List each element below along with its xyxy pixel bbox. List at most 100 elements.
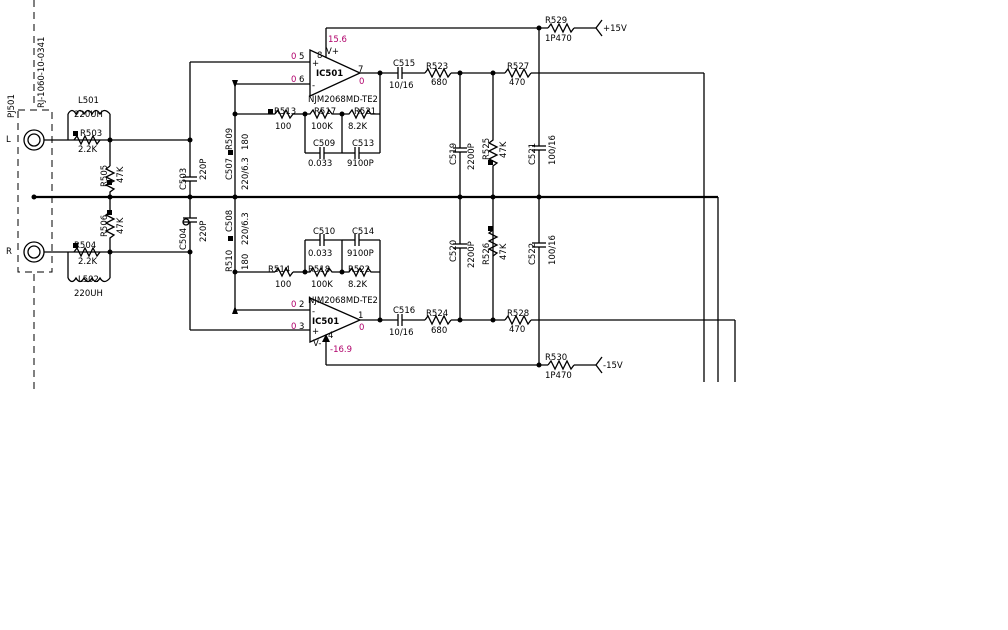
resistor-r528-ref: R528 (507, 309, 529, 319)
opamp-bottom-vminus-label: V- (313, 339, 321, 349)
resistor-r525-value: 47K (499, 141, 509, 158)
resistor-r518-value: 100K (311, 280, 333, 290)
supply-plus-arrow (595, 19, 603, 37)
connector-l-label: L (6, 135, 11, 145)
cap-c519-ref: C519 (449, 143, 459, 165)
feedback-bottom: R514 100 R518 100K R522 8.2K C510 0.033 … (235, 227, 381, 320)
inductor-l501-ref: L501 (78, 96, 99, 106)
opamp-bottom-v-supply: -16.9 (330, 345, 352, 355)
resistor-r517 (305, 108, 342, 120)
resistor-r528-value: 470 (509, 325, 525, 335)
svg-text:+: + (312, 59, 319, 69)
cap-c508-value: 220/6.3 (241, 212, 251, 245)
resistor-r505-ref: R505 (100, 165, 110, 187)
resistor-r513-value: 100 (275, 122, 291, 132)
resistor-r526-ref: R526 (482, 243, 492, 265)
connector-r-label: R (6, 247, 12, 257)
cap-c521-value: 100/16 (548, 135, 558, 165)
cap-c520-ref: C520 (449, 240, 459, 262)
opamp-bottom-pin-plus: 3 (299, 322, 304, 332)
resistor-r510-value: 180 (241, 254, 251, 270)
resistor-r504-value: 2.2K (78, 257, 98, 267)
cap-c504-value: 220P (199, 221, 209, 242)
resistor-r503-ref: R503 (80, 129, 102, 139)
cap-c516-value: 10/16 (389, 328, 414, 338)
cap-c516-ref: C516 (393, 306, 415, 316)
resistor-r506-ref: R506 (100, 215, 110, 237)
resistor-r523-ref: R523 (426, 62, 448, 72)
opamp-bottom-pin-out: 1 (358, 311, 363, 321)
opamp-top-pin-vplus: 8 (317, 51, 322, 61)
resistor-r513 (274, 108, 294, 120)
cap-c509-value: 0.033 (308, 159, 332, 169)
resistor-r505 (104, 165, 116, 197)
resistor-r522-ref: R522 (348, 265, 370, 275)
resistor-r505-value: 47K (116, 166, 126, 183)
resistor-r513-ref: R513 (274, 107, 296, 117)
opamp-top-pin-plus: 5 (299, 52, 304, 62)
resistor-r523-value: 680 (431, 78, 447, 88)
supply-rails: R529 1P470 +15V R530 1P470 -15V (325, 16, 627, 381)
ground-bus (31, 194, 719, 382)
connector-part: RJ-1060-10-0341 (37, 37, 47, 108)
opamp-top-part: NJM2068MD-TE2 (308, 95, 378, 105)
cap-c514-value: 9100P (347, 249, 374, 259)
resistor-r528 (504, 314, 532, 326)
resistor-r530-ref: R530 (545, 353, 567, 363)
input-right-section: L502 220UH R504 2.2K R506 47K C504 220P (44, 194, 310, 331)
resistor-r521-value: 8.2K (348, 122, 368, 132)
cap-c515-ref: C515 (393, 59, 415, 69)
resistor-r526-value: 47K (499, 243, 509, 260)
cap-c503-value: 220P (199, 159, 209, 180)
resistor-r527 (504, 67, 532, 79)
opamp-bottom-v-pin3: 0 (291, 322, 296, 332)
inductor-l501 (67, 109, 111, 116)
opamp-bottom: - + IC501 NJM2068MD-TE2 2 3 0 0 4 V- -16… (291, 296, 398, 355)
shunt-network: C519 2200P C520 2200P R525 47K R526 47K … (449, 28, 558, 365)
opamp-bottom-pin-minus: 2 (299, 300, 304, 310)
opamp-top-v-out: 0 (359, 77, 364, 87)
resistor-r525-ref: R525 (482, 138, 492, 160)
opamp-top-v-pin6: 0 (291, 75, 296, 85)
inductor-l502-ref: L502 (78, 275, 99, 285)
resistor-r503-value: 2.2K (78, 145, 98, 155)
cap-c520-value: 2200P (467, 241, 477, 268)
opamp-bottom-v-out: 0 (359, 323, 364, 333)
cap-c508-ref: C508 (225, 210, 235, 232)
svg-text:-: - (312, 81, 315, 91)
cap-c519-value: 2200P (467, 143, 477, 170)
opamp-top-ref: IC501 (316, 69, 343, 79)
cap-c521-ref: C521 (528, 143, 538, 165)
resistor-r522 (342, 266, 380, 278)
output-top: C515 10/16 R523 680 R527 470 (389, 59, 705, 382)
connector-pj501: PJ501 RJ-1060-10-0341 L R (6, 0, 53, 390)
resistor-r518-ref: R518 (308, 265, 330, 275)
opamp-bottom-v-pin2: 0 (291, 300, 296, 310)
resistor-r514 (274, 266, 294, 278)
resistor-r527-value: 470 (509, 78, 525, 88)
resistor-r503 (73, 134, 101, 146)
resistor-r522-value: 8.2K (348, 280, 368, 290)
resistor-r524 (424, 314, 452, 326)
resistor-r504 (73, 246, 101, 258)
cap-c510-value: 0.033 (308, 249, 332, 259)
cap-c503-ref: C503 (179, 168, 189, 190)
output-bottom: C516 10/16 R524 680 R528 470 (389, 306, 736, 382)
supply-plus-label: +15V (603, 24, 627, 34)
supply-minus-label: -15V (603, 361, 623, 371)
resistor-r521-ref: R521 (354, 107, 376, 117)
resistor-r510-ref: R510 (225, 250, 235, 272)
cap-c522-ref: C522 (528, 243, 538, 265)
resistor-r514-value: 100 (275, 280, 291, 290)
opamp-top-v-pin5: 0 (291, 52, 296, 62)
resistor-r514-ref: R514 (268, 265, 290, 275)
feedback-top: R513 100 R517 100K R521 8.2K C509 0.033 … (235, 72, 381, 169)
cap-c513-value: 9100P (347, 159, 374, 169)
resistor-r517-ref: R517 (314, 107, 336, 117)
resistor-r521 (342, 108, 380, 120)
resistor-r517-value: 100K (311, 122, 333, 132)
resistor-r530-value: 1P470 (545, 371, 572, 381)
resistor-r529-ref: R529 (545, 16, 567, 26)
resistor-r523 (424, 67, 452, 79)
resistor-r504-ref: R504 (74, 241, 96, 251)
